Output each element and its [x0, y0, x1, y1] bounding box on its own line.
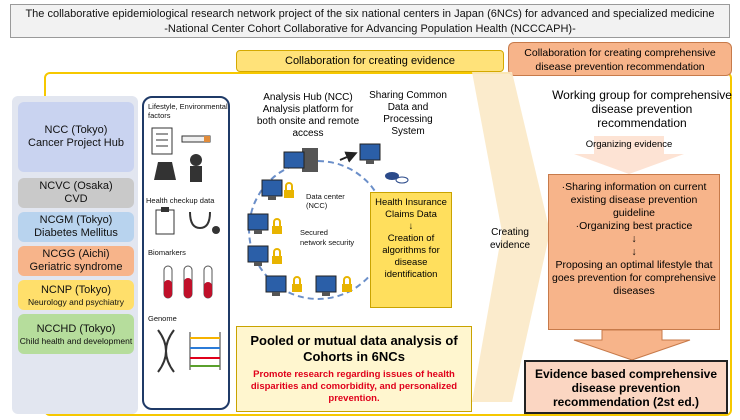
center-box: NCGG (Aichi)Geriatric syndrome: [18, 246, 134, 276]
center-box: NCNP (Tokyo)Neurology and psychiatry: [18, 280, 134, 310]
working-group-box: ·Sharing information on current existing…: [548, 174, 720, 330]
center-box: NCCHD (Tokyo)Child health and developmen…: [18, 314, 134, 354]
center-box: NCVC (Osaka)CVD: [18, 178, 134, 208]
pills-icon: [385, 172, 409, 184]
stethoscope-icon: [189, 211, 220, 234]
analysis-hub: Analysis Hub (NCC) Analysis platform for…: [252, 92, 364, 140]
biomarkers-label: Biomarkers: [148, 248, 186, 257]
pooled-analysis-box: Pooled or mutual data analysis of Cohort…: [236, 326, 472, 412]
organizing-label: Organizing evidence: [585, 139, 673, 150]
clipboard-icon: [155, 207, 175, 235]
padlock-icon: [272, 248, 282, 264]
padlock-icon: [284, 182, 294, 198]
center-name: NCCHD (Tokyo): [36, 322, 116, 335]
padlock-icon: [342, 276, 352, 292]
pooled-subtitle: Promote research regarding issues of hea…: [250, 369, 458, 404]
lifestyle-label: Lifestyle, Environmental factors: [148, 102, 228, 120]
dna-icon: [157, 329, 221, 373]
center-desc: Geriatric syndrome: [29, 261, 123, 273]
checklist-icon: [151, 127, 173, 155]
organizing-arrow: [574, 136, 684, 174]
center-name: NCC (Tokyo): [44, 124, 108, 136]
center-desc: Child health and development: [19, 335, 133, 346]
checkup-icons: [155, 207, 220, 235]
test-tubes-icon: [163, 265, 213, 299]
lifestyle-icons: [151, 127, 211, 182]
orange-arrow-2: ↓: [631, 246, 637, 258]
orange-p1: ·Sharing information on current existing…: [561, 181, 707, 219]
share-devices: [339, 143, 409, 184]
computer-icon: [359, 143, 381, 164]
food-bag-icon: [154, 162, 176, 180]
hub-desc: Analysis platform for both onsite and re…: [256, 104, 360, 139]
header-line-2: -National Center Cohort Collaborative fo…: [164, 23, 576, 35]
computer-icon: [247, 213, 269, 234]
computer-icon: [261, 179, 283, 200]
header-line-1: The collaborative epidemiological resear…: [25, 8, 715, 20]
collab-prevention-label: Collaboration for creating comprehensive…: [508, 42, 732, 76]
center-desc: Cancer Project Hub: [28, 137, 124, 149]
checkup-label: Health checkup data: [146, 196, 215, 205]
claims-result: Creation of algorithms for disease ident…: [382, 233, 440, 280]
center-box: NCGM (Tokyo)Diabetes Mellitus: [18, 212, 134, 242]
orange-arrow-1: ↓: [631, 233, 637, 245]
center-desc: Diabetes Mellitus: [34, 227, 118, 239]
collab-evidence-label: Collaboration for creating evidence: [236, 50, 504, 72]
hub-title: Analysis Hub (NCC): [263, 92, 353, 103]
creating-evidence-arrow: [472, 72, 550, 402]
computer-icon: [283, 148, 318, 172]
computer-icon: [247, 245, 269, 266]
network-nodes: [247, 148, 352, 296]
pooled-title: Pooled or mutual data analysis of Cohort…: [250, 333, 458, 364]
orange-p2: ·Organizing best practice: [575, 220, 693, 232]
orange-p3: Proposing an optimal lifestyle that goes…: [551, 259, 716, 297]
working-group-title: Working group for comprehensive disease …: [552, 88, 732, 130]
share-system-label: Sharing Common Data and Processing Syste…: [369, 90, 447, 137]
datacenter-label: Data center (NCC): [306, 192, 345, 210]
padlock-icon: [292, 276, 302, 292]
secured-label: Secured network security: [300, 228, 355, 247]
claims-box: Health Insurance Claims Data ↓ Creation …: [370, 192, 452, 308]
center-name: NCGM (Tokyo): [39, 214, 113, 226]
evidence-recommendation-box: Evidence based comprehensive disease pre…: [524, 360, 728, 414]
center-desc: CVD: [64, 193, 88, 205]
down-arrow: [573, 330, 691, 360]
center-box: NCC (Tokyo)Cancer Project Hub: [18, 102, 134, 172]
creating-evidence-label: Creating evidence: [489, 227, 531, 251]
claims-arrow: ↓: [408, 221, 414, 232]
header-title: The collaborative epidemiological resear…: [10, 4, 730, 38]
genome-label: Genome: [148, 314, 177, 323]
center-desc: Neurology and psychiatry: [28, 296, 124, 307]
computer-icon: [315, 275, 337, 296]
cigarette-icon: [181, 135, 211, 143]
claims-title: Health Insurance Claims Data: [375, 197, 447, 220]
center-name: NCGG (Aichi): [42, 248, 110, 260]
padlock-icon: [272, 218, 282, 234]
center-name: NCVC (Osaka): [39, 180, 113, 192]
center-name: NCNP (Tokyo): [40, 283, 112, 296]
computer-icon: [265, 275, 287, 296]
person-smoking-icon: [190, 154, 202, 182]
